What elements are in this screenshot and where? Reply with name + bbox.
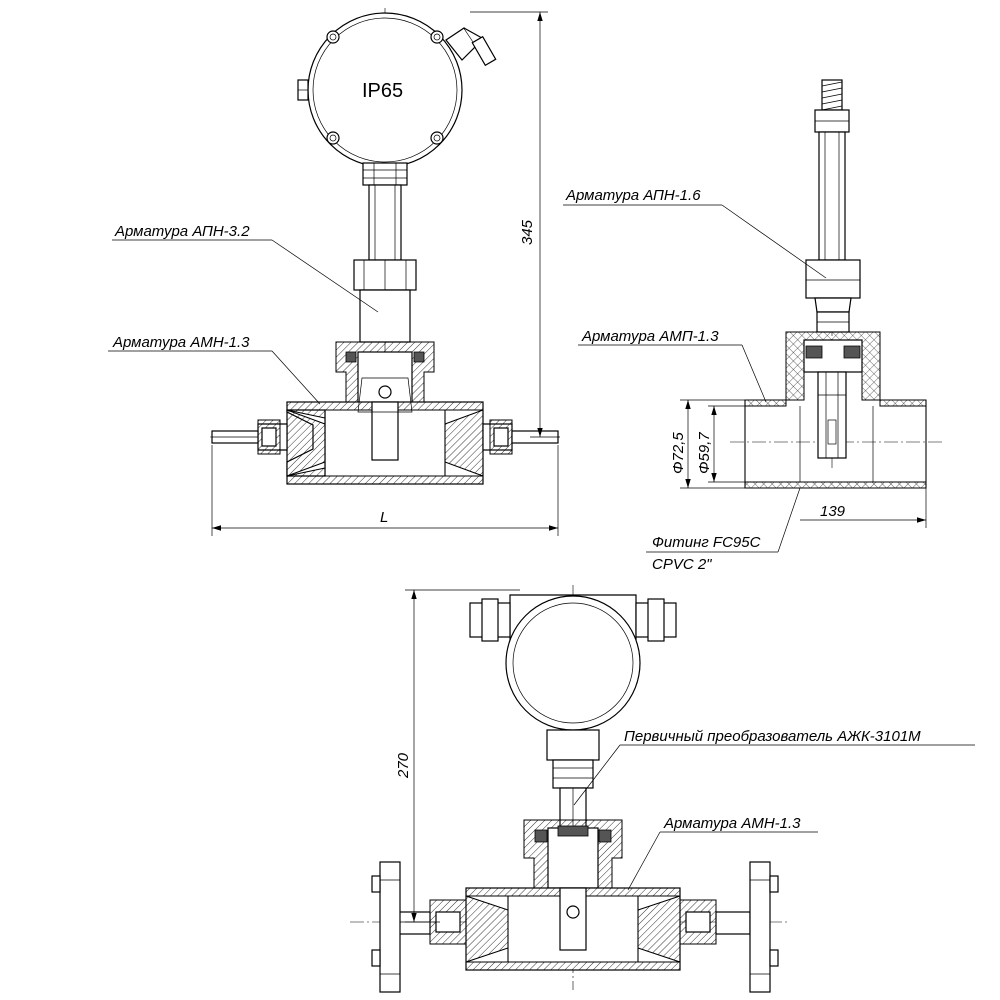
dim-139: 139 (820, 503, 846, 520)
sensor-stem (368, 184, 402, 261)
right-flange (749, 861, 771, 993)
dim-phi-72-5: Φ72,5 (670, 432, 687, 474)
left-flange (379, 861, 401, 993)
junction-box: IP65 (297, 12, 497, 168)
label-amn-1-3-bottom: Арматура АМН-1.3 (663, 815, 801, 832)
sensor-tip (371, 401, 399, 461)
ip-rating-label: IP65 (362, 80, 403, 102)
label-amp-1-3: Арматура АМП-1.3 (581, 328, 719, 345)
label-fitting-line1: Фитинг FC95C (652, 534, 761, 551)
probe-body (818, 131, 846, 261)
dim-270: 270 (395, 752, 412, 779)
cable-spring (821, 79, 843, 111)
label-apn-1-6: Арматура АПН-1.6 (565, 187, 701, 204)
label-amn-1-3-top: Арматура АМН-1.3 (112, 334, 250, 351)
dim-phi-59-7: Φ59,7 (696, 432, 713, 474)
probe-nut (805, 259, 861, 299)
dim-L: L (380, 509, 388, 526)
neck-nut (362, 162, 408, 186)
label-fitting-line2: CPVC 2" (652, 556, 712, 573)
view-top-left: IP65 (108, 8, 560, 536)
view-top-right: Φ72,5 Φ59,7 139 Арматура АПН-1.6 Арматур… (563, 79, 945, 573)
probe-tip (817, 371, 847, 459)
dim-345: 345 (519, 219, 536, 245)
view-bottom: 270 Первичный преобразователь АЖК-3101М … (350, 585, 975, 993)
label-transducer: Первичный преобразователь АЖК-3101М (624, 728, 921, 745)
transducer-housing (469, 594, 677, 761)
label-apn-3-2: Арматура АПН-3.2 (114, 223, 250, 240)
